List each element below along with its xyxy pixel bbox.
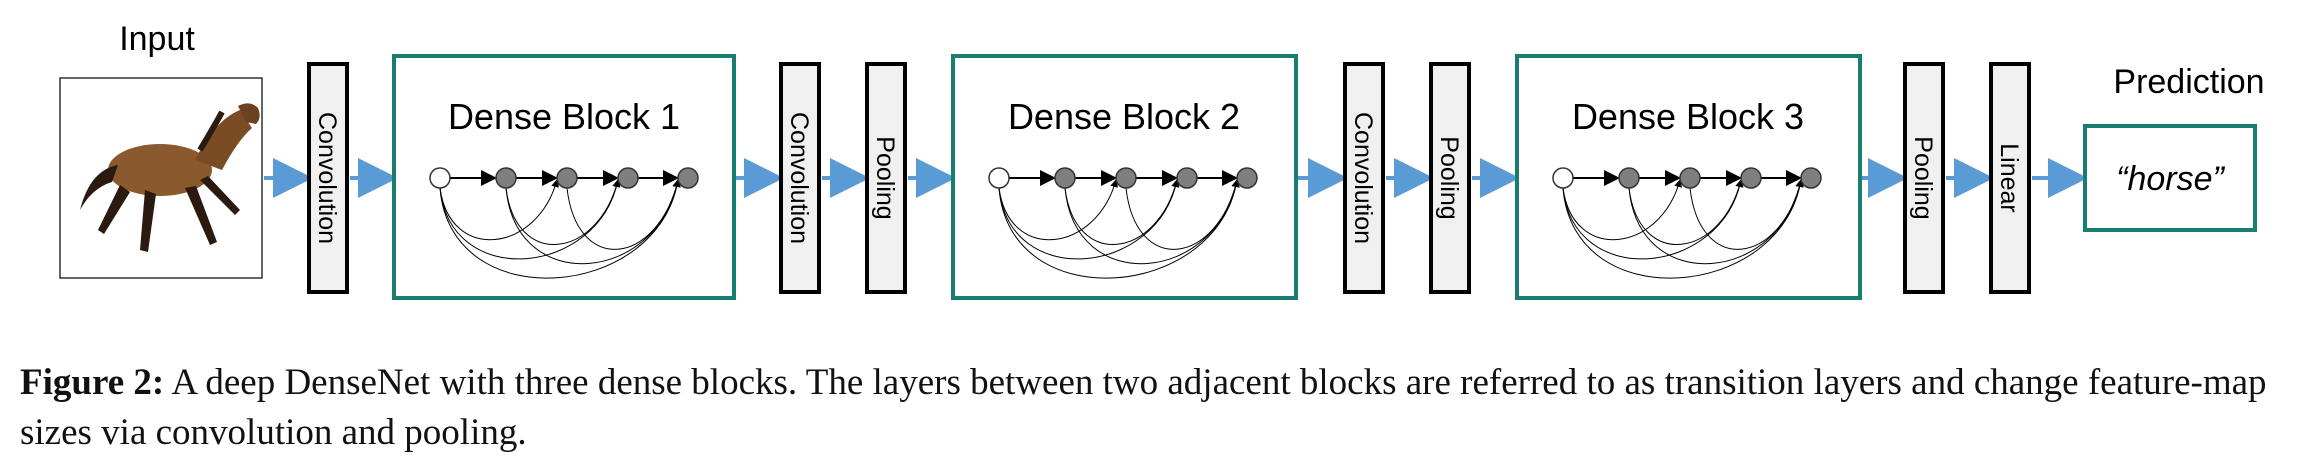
layer-conv-1: Convolution xyxy=(307,62,349,294)
layer-conv-1-label: Convolution xyxy=(313,112,341,244)
prediction-text: “horse” xyxy=(2116,160,2225,198)
caption-label: Figure 2: xyxy=(20,362,165,403)
dense-block-2-title: Dense Block 2 xyxy=(1008,96,1240,137)
layer-node xyxy=(1740,167,1762,189)
skip-connection xyxy=(1562,179,1682,240)
input-node xyxy=(429,167,451,189)
layer-pool-2-label: Pooling xyxy=(1435,136,1463,219)
prediction-box: “horse” xyxy=(2083,124,2257,232)
layer-pool-3: Pooling xyxy=(1903,62,1945,294)
layer-node xyxy=(1679,167,1701,189)
layer-conv-2: Convolution xyxy=(779,62,821,294)
horse-icon xyxy=(80,103,260,252)
layer-node xyxy=(1115,167,1137,189)
dense-block-1: Dense Block 1 xyxy=(392,54,736,300)
figure-caption: Figure 2: A deep DenseNet with three den… xyxy=(20,358,2310,458)
layer-conv-3-label: Convolution xyxy=(1349,112,1377,244)
layer-node xyxy=(1176,167,1198,189)
layer-node xyxy=(495,167,517,189)
skip-connection xyxy=(1689,179,1804,250)
skip-connection xyxy=(566,179,681,250)
skip-connection xyxy=(505,179,621,245)
layer-node xyxy=(677,167,699,189)
dense-block-3-title: Dense Block 3 xyxy=(1572,96,1804,137)
layer-node xyxy=(1618,167,1640,189)
input-image xyxy=(59,77,263,279)
skip-connection xyxy=(998,179,1118,240)
dense-block-2: Dense Block 2 xyxy=(951,54,1298,300)
skip-connection xyxy=(1125,179,1240,250)
dense-block-1-title: Dense Block 1 xyxy=(448,96,680,137)
input-label: Input xyxy=(119,20,195,58)
input-node xyxy=(988,167,1010,189)
layer-pool-3-label: Pooling xyxy=(1909,136,1937,219)
layer-node xyxy=(1236,167,1258,189)
layer-linear: Linear xyxy=(1989,62,2031,294)
layer-conv-3: Convolution xyxy=(1343,62,1385,294)
prediction-label: Prediction xyxy=(2113,63,2264,101)
layer-node xyxy=(1800,167,1822,189)
input-node xyxy=(1552,167,1574,189)
layer-linear-label: Linear xyxy=(1995,143,2023,213)
caption-text: A deep DenseNet with three dense blocks.… xyxy=(20,362,2267,453)
layer-node xyxy=(617,167,639,189)
skip-connection xyxy=(439,179,681,279)
layer-node xyxy=(556,167,578,189)
skip-connection xyxy=(1628,179,1744,245)
skip-connection xyxy=(1562,179,1804,279)
skip-connection xyxy=(439,179,559,240)
skip-connection xyxy=(998,179,1240,279)
dense-block-3: Dense Block 3 xyxy=(1515,54,1862,300)
layer-conv-2-label: Convolution xyxy=(785,112,813,244)
layer-node xyxy=(1054,167,1076,189)
layer-pool-1: Pooling xyxy=(865,62,907,294)
layer-pool-2: Pooling xyxy=(1429,62,1471,294)
densenet-diagram: Input Convolution xyxy=(59,20,2265,300)
skip-connection xyxy=(1064,179,1180,245)
layer-pool-1-label: Pooling xyxy=(871,136,899,219)
